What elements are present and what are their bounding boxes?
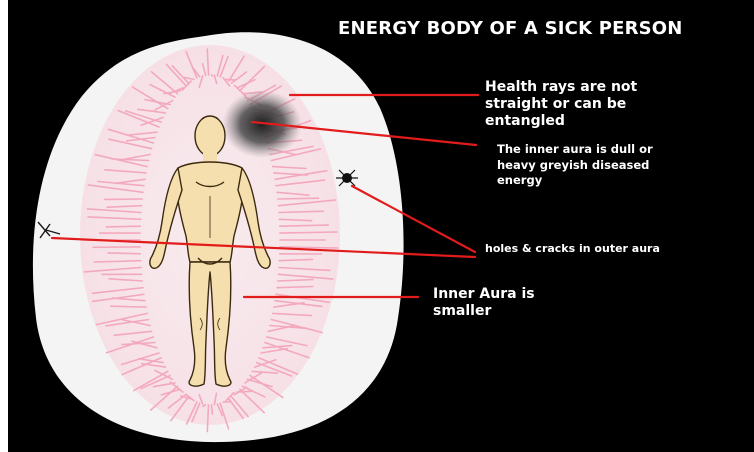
label-holes-cracks: holes & cracks in outer aura [485,242,660,255]
label-health-rays: Health rays are not straight or can be e… [485,79,685,129]
health-ray [212,405,213,414]
health-ray [106,226,140,227]
health-ray [111,306,146,307]
health-ray [278,198,319,199]
health-ray [108,253,140,254]
diagram-title: ENERGY BODY OF A SICK PERSON [338,18,683,39]
health-ray [280,225,328,226]
health-ray [280,232,337,233]
label-inner-aura-smaller: Inner Aura is smaller [433,286,553,320]
label-inner-aura-dull: The inner aura is dull or heavy greyish … [497,142,692,189]
health-ray [212,75,213,76]
health-ray [223,402,230,403]
